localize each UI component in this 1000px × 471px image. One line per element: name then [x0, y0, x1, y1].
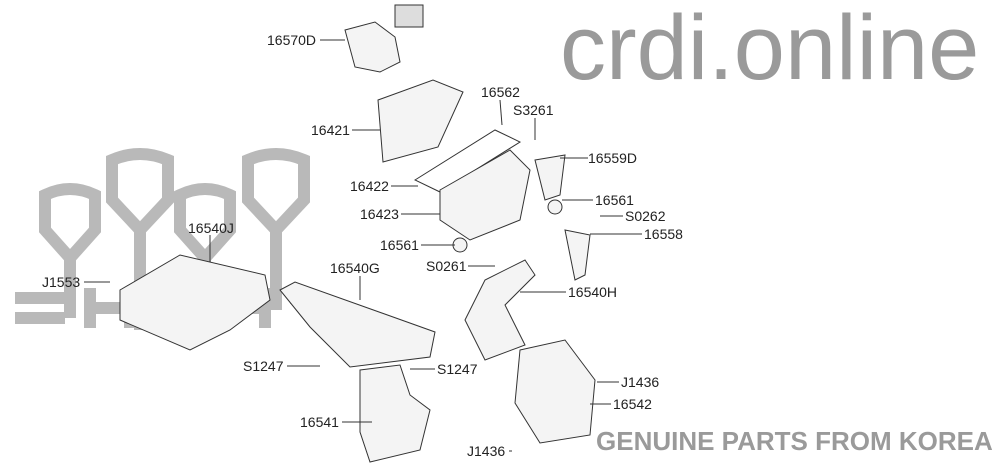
- callout-S3261[interactable]: S3261: [513, 102, 554, 118]
- callout-J1436-b[interactable]: J1436: [467, 443, 506, 459]
- watermark-tagline: GENUINE PARTS FROM KOREA: [596, 426, 993, 456]
- callout-S1247-b[interactable]: S1247: [437, 361, 478, 377]
- callout-16559D[interactable]: 16559D: [588, 150, 638, 166]
- callout-16542[interactable]: 16542: [613, 396, 652, 412]
- part-16422: [413, 129, 522, 193]
- part-16542: [514, 339, 596, 444]
- part-16540G: [279, 281, 436, 368]
- part-16540J: [119, 254, 271, 351]
- callout-16541[interactable]: 16541: [300, 414, 339, 430]
- part-16421: [377, 79, 464, 163]
- callout-16561-b[interactable]: 16561: [380, 237, 419, 253]
- callout-16570D[interactable]: 16570D: [267, 32, 317, 48]
- watermark-brand: crdi.online: [560, 0, 980, 99]
- callout-S0262[interactable]: S0262: [625, 208, 666, 224]
- part-16561-b: [452, 237, 468, 253]
- part-16570D-sensor: [394, 4, 424, 28]
- callout-16423[interactable]: 16423: [360, 206, 399, 222]
- callout-J1436[interactable]: J1436: [621, 374, 660, 390]
- callout-S1247[interactable]: S1247: [243, 358, 284, 374]
- part-16570D: [344, 21, 401, 73]
- callout-16540G[interactable]: 16540G: [330, 260, 380, 276]
- part-16559D: [534, 154, 566, 201]
- callout-16562[interactable]: 16562: [481, 84, 520, 100]
- part-16540H: [464, 259, 536, 361]
- callout-16561[interactable]: 16561: [595, 192, 634, 208]
- part-16558: [564, 229, 591, 281]
- callout-S0261[interactable]: S0261: [426, 258, 467, 274]
- callout-16540J[interactable]: 16540J: [188, 220, 234, 236]
- callout-16421[interactable]: 16421: [311, 122, 350, 138]
- part-16541: [359, 364, 431, 463]
- callout-16422[interactable]: 16422: [350, 178, 389, 194]
- callout-16540H[interactable]: 16540H: [568, 284, 618, 300]
- part-16561: [547, 199, 563, 215]
- callout-16558[interactable]: 16558: [644, 226, 683, 242]
- part-16423: [439, 149, 531, 241]
- callout-J1553[interactable]: J1553: [42, 274, 81, 290]
